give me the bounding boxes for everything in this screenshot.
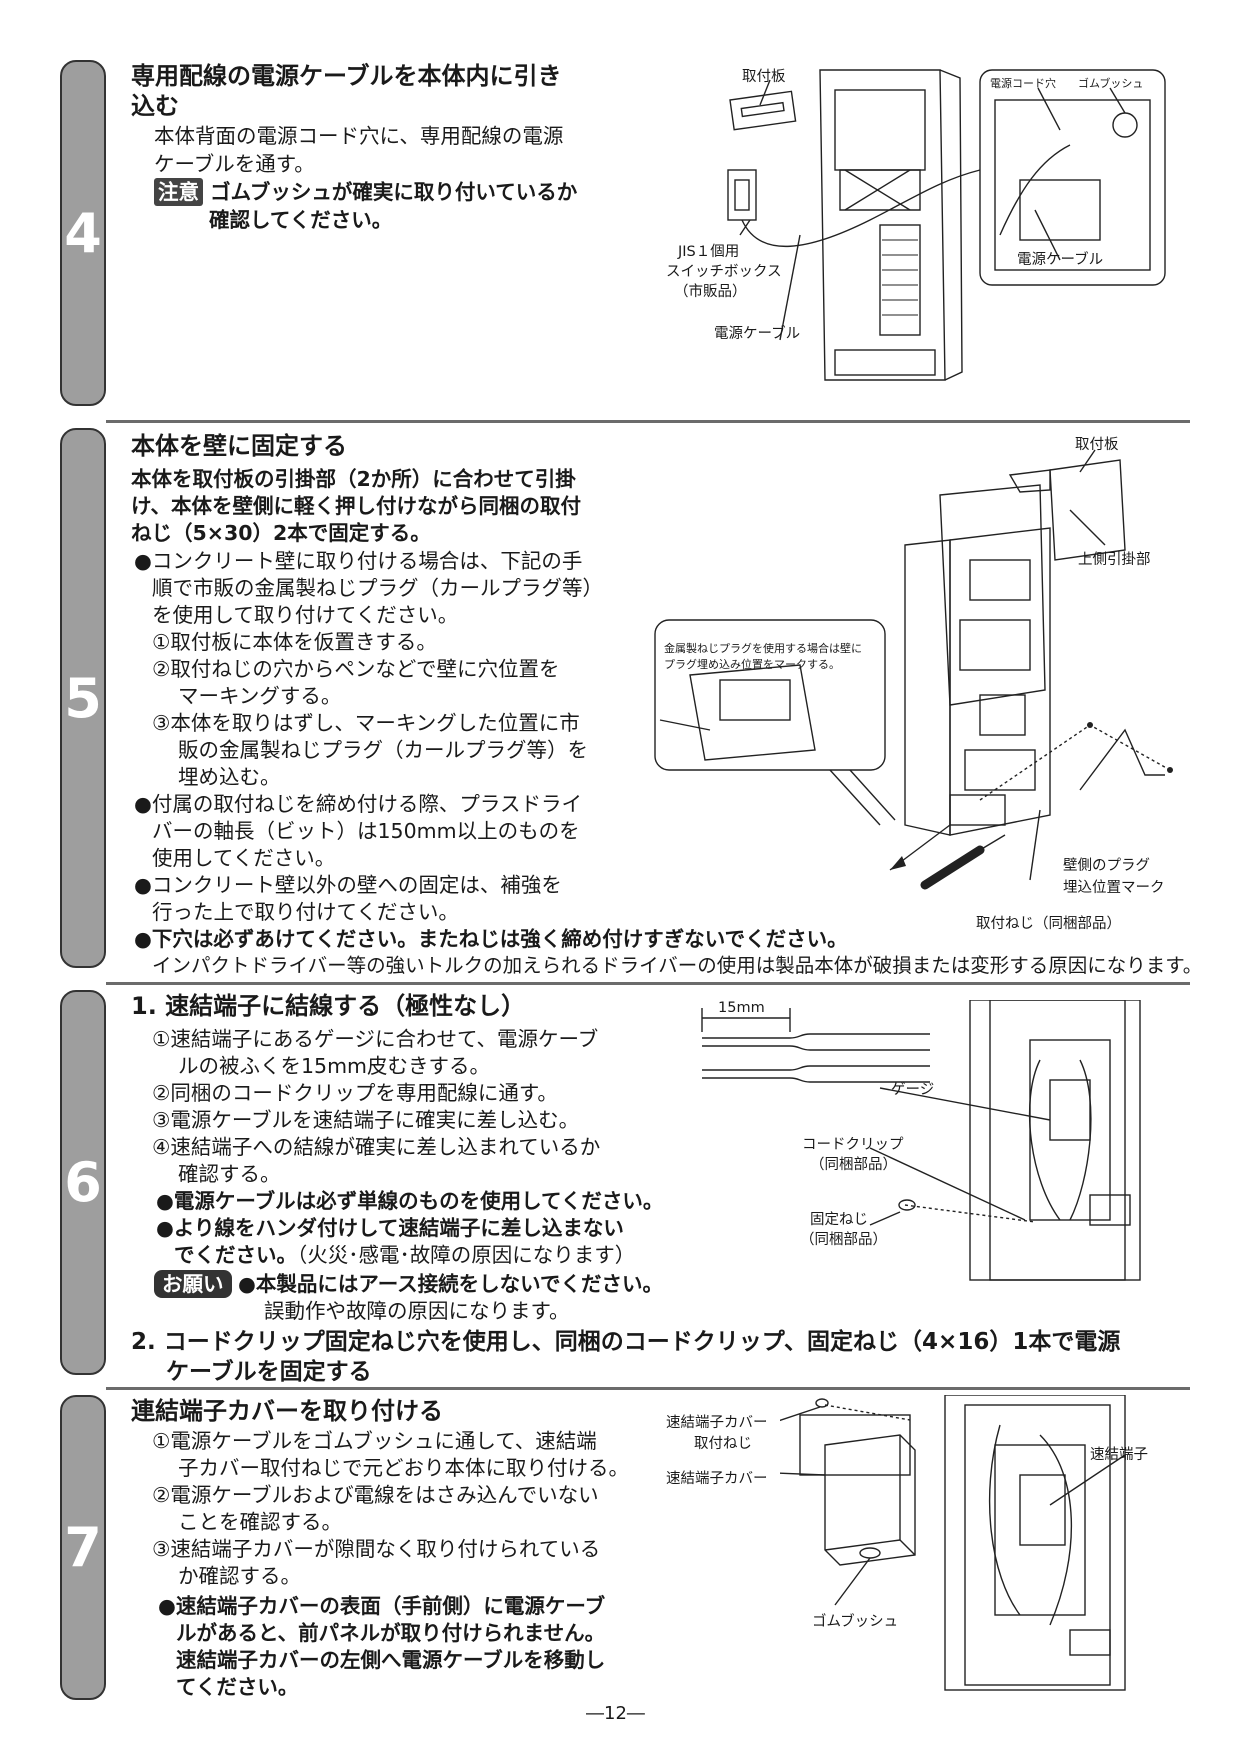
step-4-text: ケーブルを通す。 — [154, 152, 315, 176]
step-7-item: ③速結端子カバーが隙間なく取り付けられている — [152, 1537, 601, 1561]
page-number: ―12― — [586, 1703, 645, 1724]
step-6-item: 確認する。 — [178, 1162, 281, 1186]
label-cord-clip: コードクリップ — [802, 1137, 904, 1153]
step-5-bullet: 使用してください。 — [152, 846, 336, 870]
step-4-caution-cont: 確認してください。 — [209, 208, 393, 232]
label-cord-hole: 電源コード穴 — [990, 77, 1056, 90]
step-7-item: ①電源ケーブルをゴムブッシュに通して、速結端 — [152, 1429, 597, 1453]
label-upper-hook: 上側引掛部 — [1078, 552, 1151, 568]
step-6-subtitle-2-cont: ケーブルを固定する — [166, 1359, 372, 1385]
step-6-item: ①速結端子にあるゲージに合わせて、電源ケーブ — [152, 1027, 599, 1051]
caution-text: ゴムブッシュが確実に取り付いているか — [210, 180, 578, 204]
step-5-lead: ねじ（5×30）2本で固定する。 — [131, 521, 431, 545]
label-plug-mark: 埋込位置マーク — [1063, 880, 1165, 896]
step-6-terminal-figure — [869, 1000, 1141, 1281]
label-strip-length: 15mm — [718, 1000, 765, 1016]
step-6-subtitle-1: 1. 速結端子に結線する（極性なし） — [131, 992, 526, 1020]
label-cover-screw: 速結端子カバー — [666, 1415, 768, 1431]
separator — [106, 982, 1190, 985]
step-6-item: ルの被ふくを15mm皮むきする。 — [178, 1054, 491, 1078]
label-mount-plate: 取付板 — [742, 69, 786, 85]
step-6-warning: でください。（火災･感電･故障の原因になります） — [174, 1241, 635, 1269]
step-5-bullet: 行った上で取り付けてください。 — [152, 900, 459, 924]
step-4-tab: 4 — [60, 60, 106, 406]
label-fixing-screw: 固定ねじ — [810, 1212, 868, 1228]
step-5-title: 本体を壁に固定する — [131, 432, 347, 460]
step-6-item: ②同梱のコードクリップを専用配線に通す。 — [152, 1081, 558, 1105]
label-callout: プラグ埋め込み位置をマークする。 — [664, 658, 840, 671]
label-fixing-screw: 取付ねじ（同梱部品） — [976, 916, 1121, 932]
label-callout: 金属製ねじプラグを使用する場合は壁に — [664, 642, 862, 655]
step-6-warning: ●より線をハンダ付けして速結端子に差し込まない — [156, 1216, 624, 1240]
step-5-bullet: 順で市販の金属製ねじプラグ（カールプラグ等） — [152, 576, 603, 600]
label-terminal: 速結端子 — [1090, 1447, 1148, 1463]
step-7-title: 連結端子カバーを取り付ける — [131, 1397, 443, 1425]
step-7-warning: ルがあると、前パネルが取り付けられません。 — [176, 1621, 606, 1645]
step-7-item: か確認する。 — [178, 1564, 301, 1588]
label-switch-box: JIS１個用 — [678, 244, 740, 260]
step-5-bullet: ●コンクリート壁に取り付ける場合は、下記の手 — [134, 549, 583, 573]
step-5-warning: ●下穴は必ずあけてください。またねじは強く締め付けすぎないでください。 — [134, 927, 848, 951]
step-5-substep: ②取付ねじの穴からペンなどで壁に穴位置を — [152, 657, 560, 681]
step-6-wire-figure — [701, 1008, 930, 1083]
step-5-substep: ①取付板に本体を仮置きする。 — [152, 630, 437, 654]
step-5-bullet: ●コンクリート壁以外の壁への固定は、補強を — [134, 873, 562, 897]
request-badge: お願い — [154, 1270, 232, 1298]
label-power-cable: 電源ケーブル — [714, 326, 801, 342]
step-7-item: 子カバー取付ねじで元どおり本体に取り付ける。 — [178, 1456, 629, 1480]
step-4-title: 専用配線の電源ケーブルを本体内に引き — [131, 62, 562, 90]
step-5-lead: け、本体を壁側に軽く押し付けながら同梱の取付 — [131, 494, 581, 518]
step-5-bullet: を使用して取り付けてください。 — [152, 603, 459, 627]
warning-reason: （火災･感電･故障の原因になります） — [297, 1243, 636, 1267]
step-7-warning: てください。 — [176, 1675, 299, 1699]
step-6-item: ④速結端子への結線が確実に差し込まれているか — [152, 1135, 601, 1159]
step-4-title-cont: 込む — [131, 92, 179, 120]
step-4-text: 本体背面の電源コード穴に、専用配線の電源 — [154, 124, 564, 148]
label-gauge: ゲージ — [891, 1082, 935, 1098]
warning-text: でください。 — [174, 1243, 297, 1267]
label-cover-screw: 取付ねじ — [694, 1436, 752, 1452]
step-5-bullet: バーの軸長（ビット）は150mm以上のものを — [152, 819, 580, 843]
step-7-figure — [780, 1395, 1126, 1691]
label-fixing-screw: （同梱部品） — [800, 1232, 887, 1248]
step-6-request: お願い ●本製品にはアース接続をしないでください。 — [154, 1270, 663, 1298]
label-rubber-bush: ゴムブッシュ — [1078, 77, 1144, 90]
label-terminal-cover: 速結端子カバー — [666, 1471, 768, 1487]
step-6-request-cont: 誤動作や故障の原因になります。 — [264, 1299, 570, 1323]
step-5-substep: 販の金属製ねじプラグ（カールプラグ等）を — [178, 738, 588, 762]
step-5-lead: 本体を取付板の引掛部（2か所）に合わせて引掛 — [131, 467, 576, 491]
label-plug-mark: 壁側のプラグ — [1063, 858, 1150, 874]
step-5-substep: マーキングする。 — [178, 684, 342, 708]
label-mount-plate: 取付板 — [1075, 437, 1119, 453]
step-6-subtitle-2: 2. コードクリップ固定ねじ穴を使用し、同梱のコードクリップ、固定ねじ（4×16… — [131, 1329, 1121, 1355]
step-7-tab: 7 — [60, 1395, 106, 1700]
separator — [106, 1387, 1190, 1390]
label-cord-clip: （同梱部品） — [810, 1157, 897, 1173]
step-7-warning: ●速結端子カバーの表面（手前側）に電源ケーブ — [158, 1594, 606, 1618]
step-4-caution: 注意 ゴムブッシュが確実に取り付いているか — [154, 178, 577, 206]
step-7-item: ②電源ケーブルおよび電線をはさみ込んでいない — [152, 1483, 599, 1507]
step-5-substep: ③本体を取りはずし、マーキングした位置に市 — [152, 711, 580, 735]
label-power-cable-inset: 電源ケーブル — [1017, 252, 1104, 268]
request-text: ●本製品にはアース接続をしないでください。 — [238, 1272, 664, 1296]
step-5-warning: インパクトドライバー等の強いトルクの加えられるドライバーの使用は製品本体が破損ま… — [152, 954, 1203, 977]
step-4-figure — [727, 69, 1166, 381]
step-5-bullet: ●付属の取付ねじを締め付ける際、プラスドライ — [134, 792, 582, 816]
step-7-item: ことを確認する。 — [178, 1510, 342, 1534]
label-switch-box: （市販品） — [674, 284, 747, 300]
step-5-substep: 埋め込む。 — [178, 765, 281, 789]
step-6-warning: ●電源ケーブルは必ず単線のものを使用してください。 — [156, 1189, 664, 1213]
step-5-figure — [654, 449, 1173, 890]
caution-badge: 注意 — [154, 178, 203, 206]
step-6-item: ③電源ケーブルを速結端子に確実に差し込む。 — [152, 1108, 580, 1132]
step-7-warning: 速結端子カバーの左側へ電源ケーブルを移動し — [176, 1648, 606, 1672]
separator — [106, 420, 1190, 423]
step-6-tab: 6 — [60, 990, 106, 1375]
label-switch-box: スイッチボックス — [666, 264, 782, 280]
label-rubber-bush: ゴムブッシュ — [812, 1614, 899, 1630]
step-5-tab: 5 — [60, 428, 106, 968]
